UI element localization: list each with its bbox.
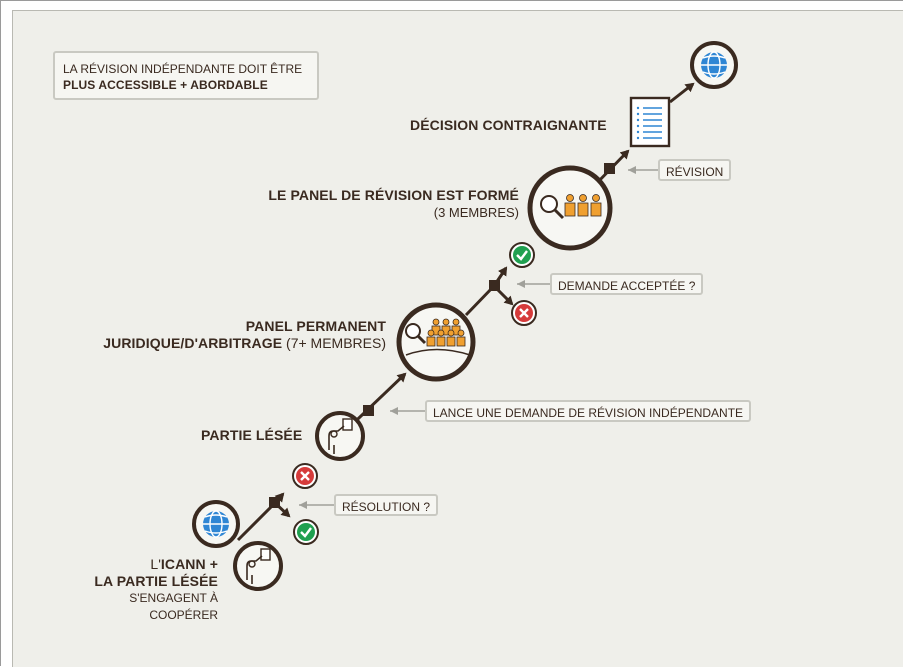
callout-resolution: RÉSOLUTION ? — [334, 494, 439, 516]
panel-label: PANEL PERMANENT JURIDIQUE/D'ARBITRAGE (7… — [84, 318, 386, 352]
start-bold-2: LA PARTIE LÉSÉE — [94, 573, 218, 589]
globe-icon — [690, 41, 738, 89]
start-line-4: COOPÉRER — [149, 608, 218, 622]
hand-raise-icon — [233, 541, 283, 591]
junction-marker — [269, 497, 280, 508]
cross-icon — [511, 300, 537, 326]
note-box: LA RÉVISION INDÉPENDANTE DOIT ÊTRE PLUS … — [53, 51, 319, 100]
globe-icon — [192, 500, 240, 548]
review-panel-label: LE PANEL DE RÉVISION EST FORMÉ (3 MEMBRE… — [256, 187, 519, 221]
cross-icon — [292, 463, 318, 489]
callout-request: LANCE UNE DEMANDE DE RÉVISION INDÉPENDAN… — [425, 400, 752, 422]
callout-accepted: DEMANDE ACCEPTÉE ? — [550, 273, 704, 295]
party-label: PARTIE LÉSÉE — [201, 427, 303, 443]
panel-people-icon — [396, 302, 476, 382]
start-bold-1: ICANN + — [160, 556, 218, 572]
callout-revision: RÉVISION — [658, 159, 732, 181]
note-line-2: PLUS ACCESSIBLE + ABORDABLE — [63, 78, 268, 92]
check-icon — [293, 519, 319, 545]
start-prefix: L' — [150, 556, 161, 572]
junction-marker — [489, 280, 500, 291]
start-line-3: S'ENGAGENT À — [129, 591, 218, 605]
check-icon — [509, 242, 535, 268]
junction-marker — [363, 405, 374, 416]
review-panel-line-2: (3 MEMBRES) — [433, 205, 519, 220]
review-panel-line-1: LE PANEL DE RÉVISION EST FORMÉ — [268, 187, 519, 203]
decision-label: DÉCISION CONTRAIGNANTE — [410, 117, 607, 133]
document-icon — [629, 96, 671, 148]
panel-line-2-rest: (7+ MEMBRES) — [282, 335, 386, 351]
panel-people-icon — [527, 165, 613, 251]
magnifier-icon — [540, 195, 565, 220]
panel-line-1: PANEL PERMANENT — [245, 318, 386, 334]
callout-pointers — [299, 166, 658, 509]
start-label: L'ICANN + LA PARTIE LÉSÉE S'ENGAGENT À C… — [90, 556, 218, 624]
junction-marker — [604, 163, 615, 174]
note-line-1: LA RÉVISION INDÉPENDANTE DOIT ÊTRE — [63, 62, 303, 76]
magnifier-icon — [405, 323, 427, 345]
panel-line-2-bold: JURIDIQUE/D'ARBITRAGE — [103, 335, 283, 351]
hand-raise-icon — [315, 411, 365, 461]
